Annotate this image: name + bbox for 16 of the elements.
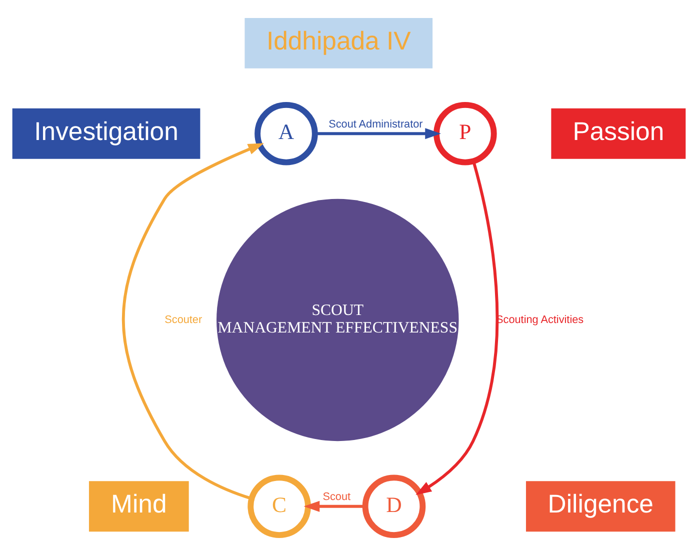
edge-label: Scout <box>322 490 351 503</box>
node-box: Diligence <box>526 480 676 532</box>
node-circle: SCOUT MANAGEMENT EFFECTIVENESS <box>216 198 459 441</box>
node-box: Investigation <box>12 108 200 158</box>
edge-label: Scouter <box>164 313 202 326</box>
node-box: Passion <box>551 108 686 158</box>
node-box: Mind <box>88 480 189 532</box>
arrow <box>122 142 264 500</box>
node-circle: D <box>362 474 426 538</box>
node-box: Iddhipada IV <box>244 17 433 68</box>
arrow <box>304 500 366 512</box>
node-circle: C <box>248 474 311 538</box>
node-circle: P <box>434 102 497 165</box>
node-circle: A <box>254 102 318 165</box>
edge-label: Scout Administrator <box>328 118 423 130</box>
arrow <box>314 128 441 139</box>
